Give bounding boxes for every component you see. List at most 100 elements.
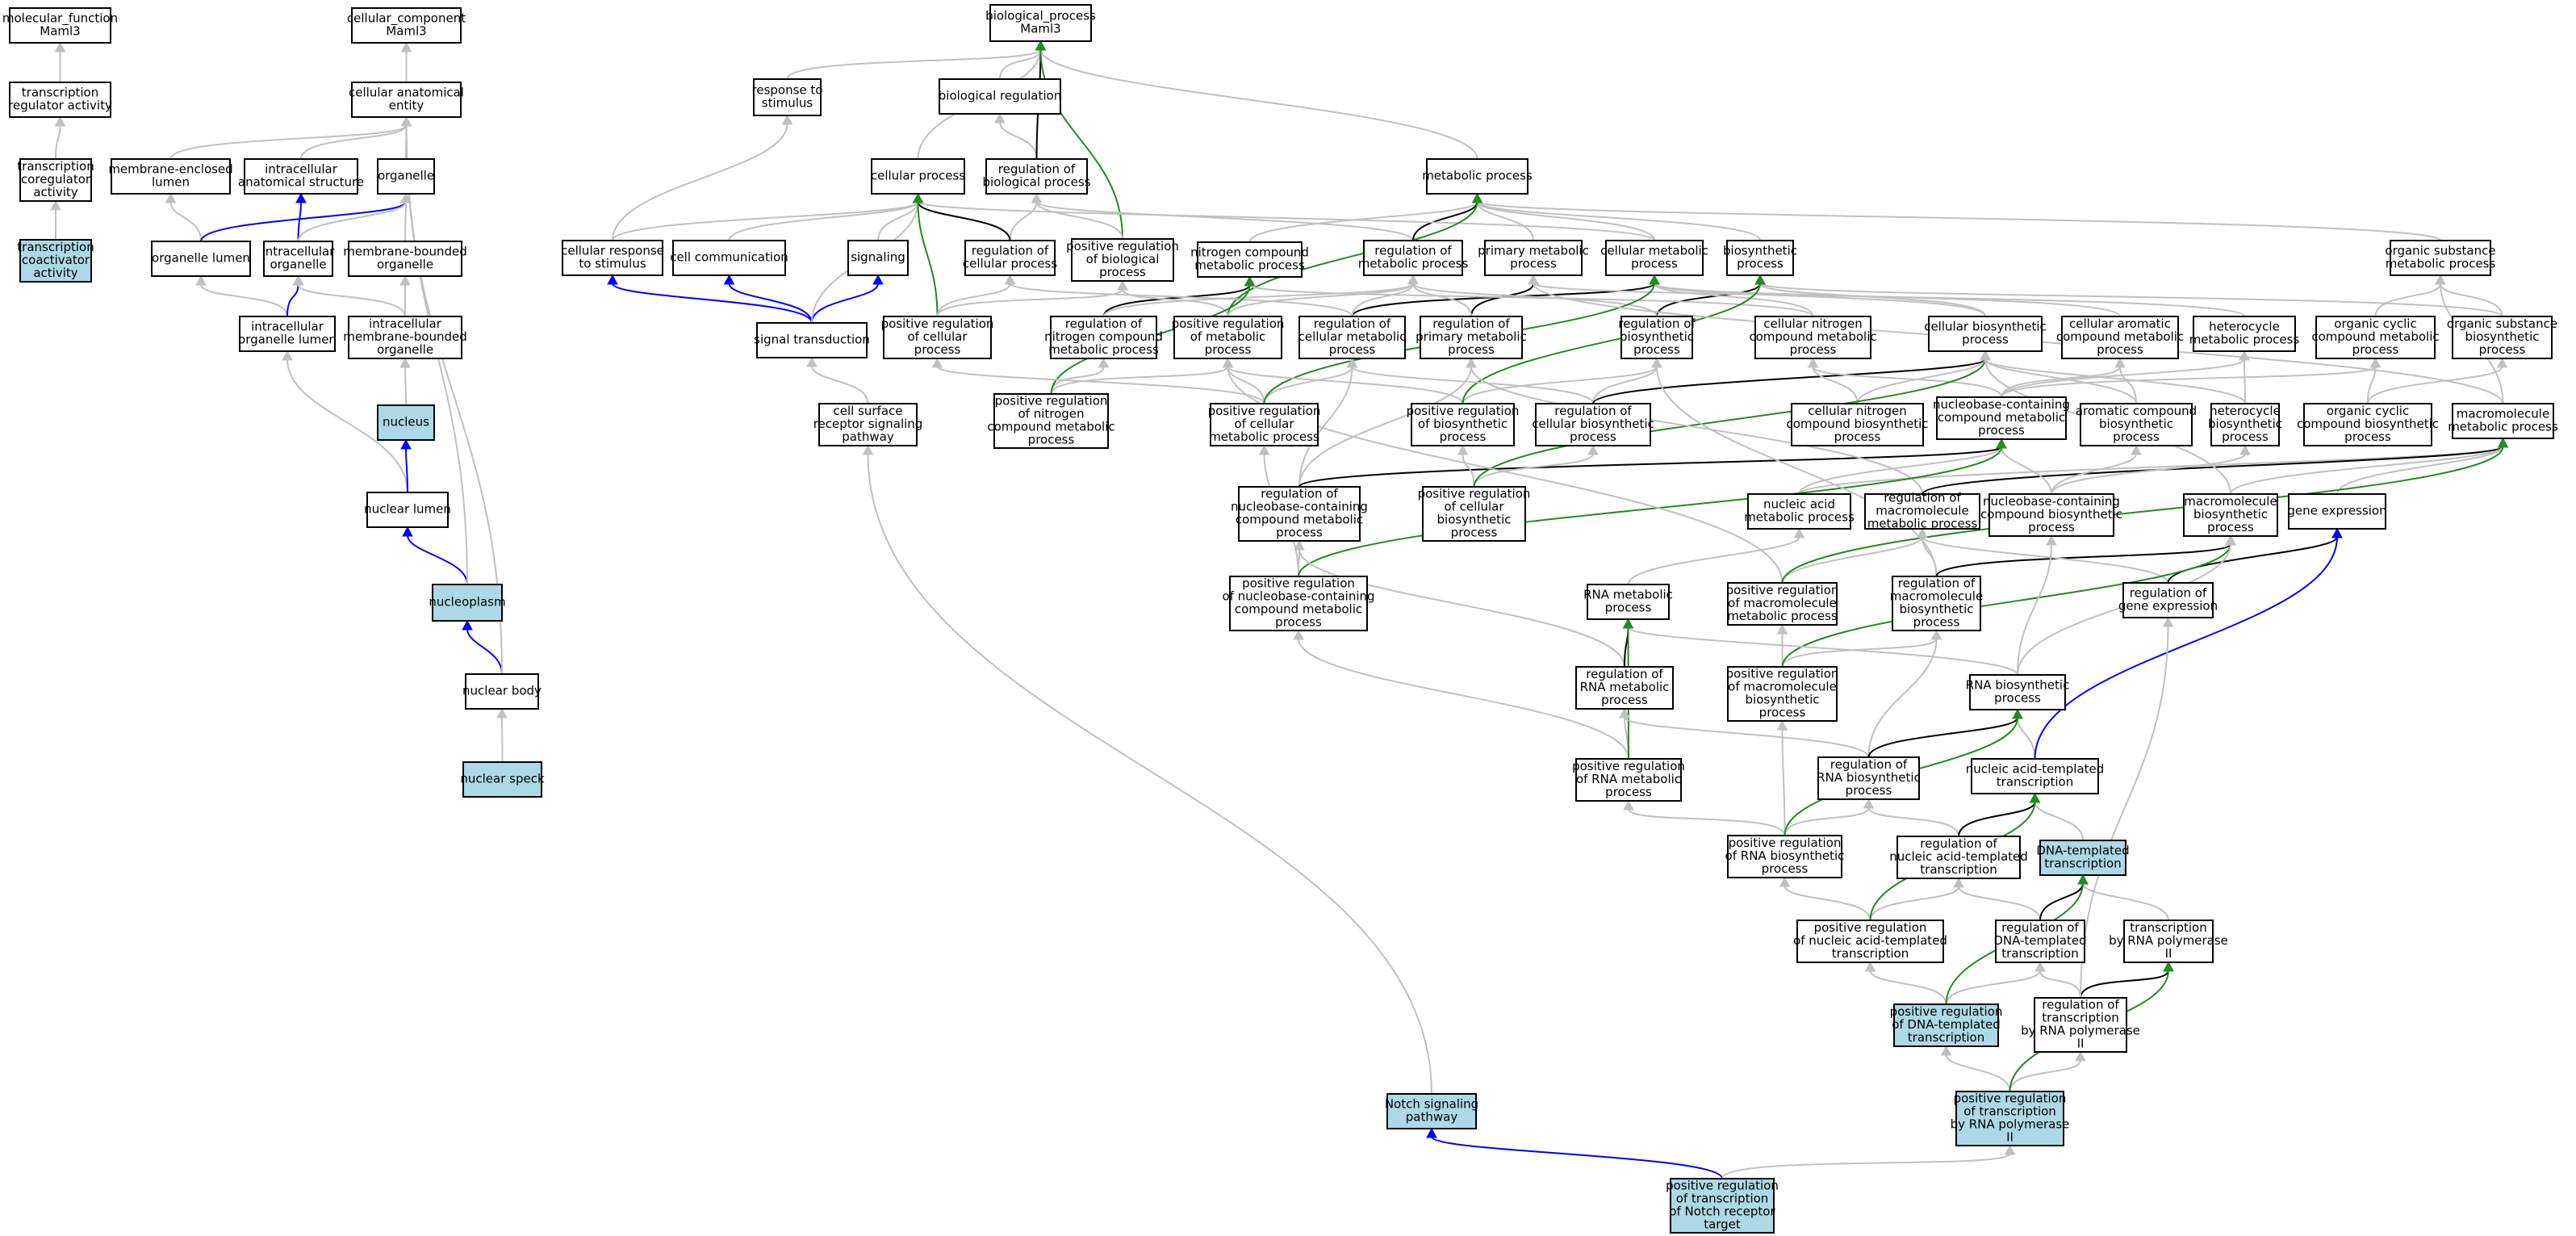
edge-line (612, 201, 919, 241)
go-term-node[interactable]: nuclear lumen (364, 492, 451, 528)
go-term-node[interactable]: regulation ofmacromoleculebiosyntheticpr… (1890, 576, 1983, 631)
node-label-line: of cellular (907, 329, 968, 344)
go-term-node[interactable]: gene expression (2287, 493, 2387, 530)
node-box (1817, 756, 1920, 800)
node-box (1620, 316, 1693, 359)
go-term-node[interactable]: regulation ofnucleobase-containingcompou… (1231, 486, 1368, 542)
node-box (1050, 316, 1157, 359)
go-term-node[interactable]: signal transduction (754, 322, 870, 358)
go-term-node[interactable]: nucleoplasm (429, 584, 506, 622)
node-box (19, 158, 92, 202)
go-term-node[interactable]: nuclear body (462, 673, 542, 710)
go-term-node[interactable]: organelle lumen (151, 241, 251, 277)
go-term-node[interactable]: biological regulation (939, 78, 1061, 115)
node-label-line: compound metabolic (1938, 410, 2065, 425)
node-box (1238, 486, 1361, 542)
edge-arrowhead (1623, 799, 1634, 811)
go-term-node[interactable]: cell communication (670, 240, 788, 276)
node-box (1928, 316, 2043, 352)
go-term-node[interactable]: cellular process (871, 158, 965, 195)
node-label-line: process (1276, 526, 1323, 540)
go-term-node[interactable]: nucleus (377, 404, 435, 441)
go-term-node[interactable]: metabolic process (1422, 158, 1533, 195)
go-term-node[interactable]: signaling (847, 240, 909, 276)
go-term-node[interactable]: nuclear speck (460, 761, 545, 798)
go-term-node[interactable]: organelle (377, 158, 435, 195)
